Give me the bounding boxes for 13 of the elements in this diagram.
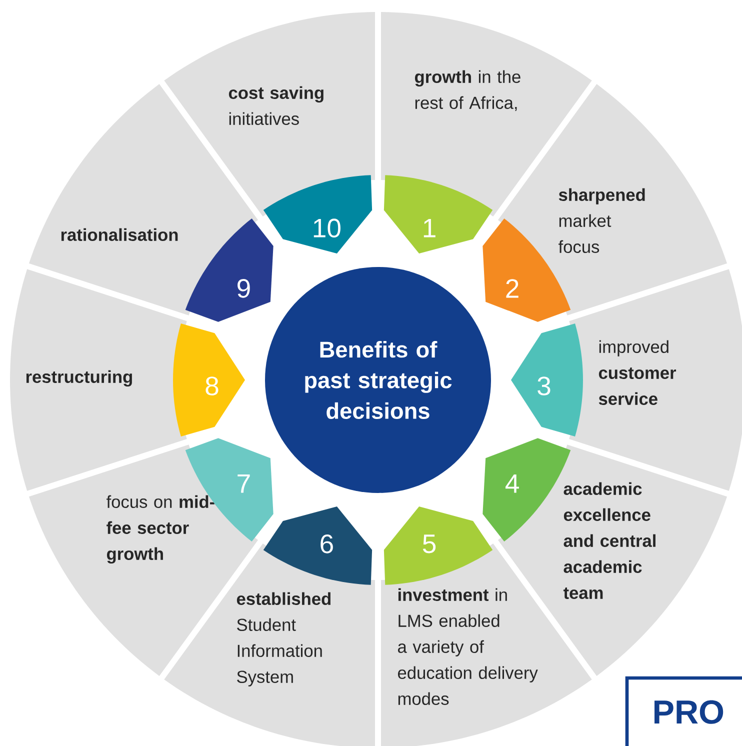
number-tab: 10: [263, 175, 372, 254]
number-tab: 6: [263, 506, 372, 585]
number-tab: 3: [511, 324, 583, 437]
node-label: restructuring: [26, 370, 132, 387]
wheel-segment: cost saving initiatives: [164, 12, 375, 216]
number-tab: 8: [173, 324, 245, 437]
number-tab: 5: [384, 506, 493, 585]
node-label: improved customer service: [598, 340, 676, 405]
cropped-heading-box: PRO: [625, 676, 742, 746]
node-label: rationalisation: [61, 228, 178, 241]
number-tab: 9: [185, 218, 274, 322]
number-tab: 1: [384, 175, 493, 254]
wheel-segment: restructuring: [10, 269, 187, 491]
